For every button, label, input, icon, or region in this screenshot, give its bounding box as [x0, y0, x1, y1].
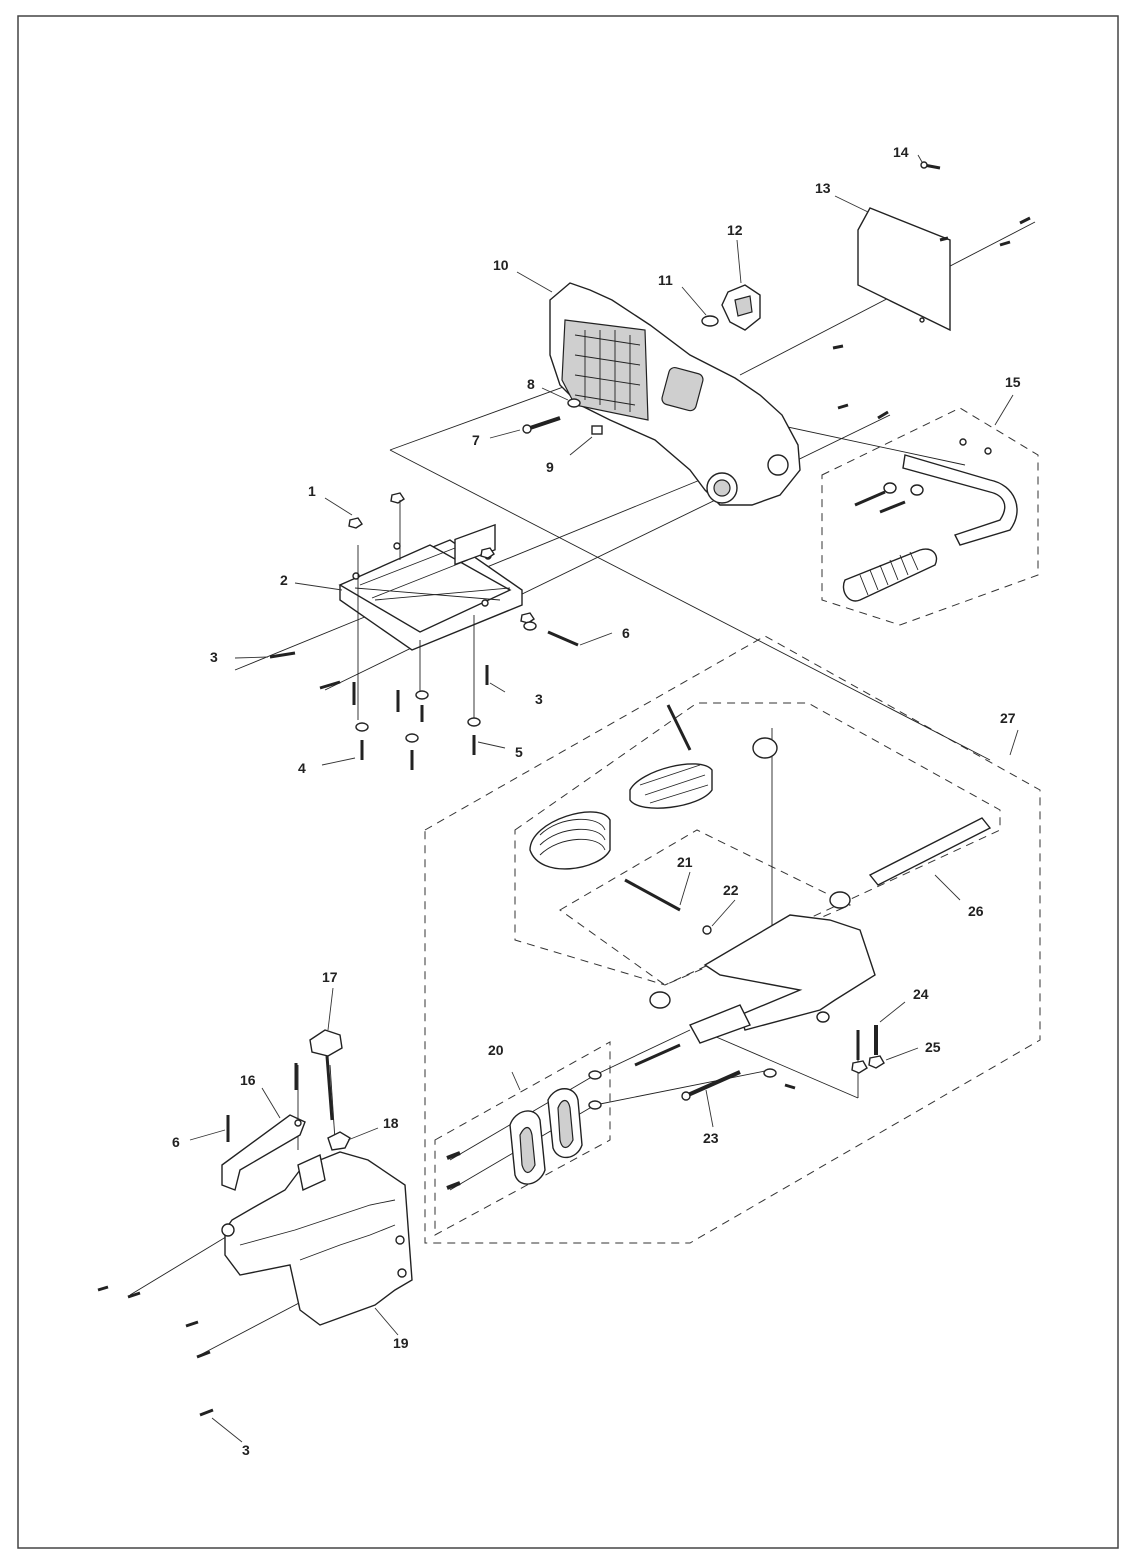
part-25-nut	[851, 1055, 885, 1074]
callout-13: 13	[815, 180, 831, 196]
part-11-washer	[701, 315, 719, 327]
frame-bracket	[689, 914, 876, 1044]
assembly-line	[594, 1069, 771, 1106]
screw	[784, 1083, 796, 1090]
rivet	[919, 317, 925, 323]
part-14-screw	[920, 161, 941, 170]
callout-3: 3	[242, 1442, 250, 1458]
bolt	[634, 1043, 681, 1067]
part-17-knob	[309, 1029, 343, 1121]
callout-5: 5	[515, 744, 523, 760]
callout-17: 17	[322, 969, 338, 985]
callout-14: 14	[893, 144, 909, 160]
assembly-line	[754, 419, 966, 466]
part-7-bolt	[522, 416, 561, 434]
callout-12: 12	[727, 222, 743, 238]
bolt-set	[269, 500, 579, 770]
part-12-knob	[721, 284, 761, 331]
group-26-outline	[514, 702, 1001, 986]
part-22-clip	[702, 925, 712, 935]
group-21-outline	[559, 829, 852, 986]
callout-3: 3	[535, 691, 543, 707]
callout-22: 22	[723, 882, 739, 898]
callout-1: 1	[308, 483, 316, 499]
screw	[832, 216, 1031, 420]
part-10-housing	[549, 282, 801, 506]
callout-6: 6	[172, 1134, 180, 1150]
group-20-outline	[434, 1041, 611, 1236]
callout-19: 19	[393, 1335, 409, 1351]
callout-26: 26	[968, 903, 984, 919]
assembly-line	[329, 1064, 336, 1141]
part-19-guard	[221, 1151, 413, 1326]
callout-6: 6	[622, 625, 630, 641]
assembly-line	[699, 1029, 859, 1099]
diagram-border	[17, 15, 1119, 1549]
callout-11: 11	[658, 272, 673, 288]
assembly-line	[594, 1029, 691, 1076]
callout-27: 27	[1000, 710, 1016, 726]
leader-lines	[189, 154, 1019, 1443]
callout-18: 18	[383, 1115, 399, 1131]
part-20-clamp-plates	[446, 1070, 602, 1190]
part-18-bracket	[327, 1131, 351, 1151]
callout-10: 10	[493, 257, 509, 273]
part-15-handle	[842, 438, 1018, 602]
callout-4: 4	[298, 760, 306, 776]
callout-21: 21	[677, 854, 693, 870]
part-23-bolt	[681, 1070, 741, 1101]
washer	[763, 1068, 777, 1078]
callout-3: 3	[210, 649, 218, 665]
part-21-pin	[624, 878, 681, 912]
callout-23: 23	[703, 1130, 719, 1146]
group-15-outline	[821, 407, 1039, 626]
callout-16: 16	[240, 1072, 256, 1088]
part-13-plate	[857, 207, 951, 332]
assembly-line	[389, 449, 991, 761]
part-16-grip	[221, 1063, 306, 1191]
callout-8: 8	[527, 376, 535, 392]
screw-set	[97, 1285, 214, 1417]
part-8-washer	[567, 398, 581, 408]
callout-24: 24	[913, 986, 929, 1002]
callout-2: 2	[280, 572, 288, 588]
group-27-outline	[424, 635, 1041, 1244]
washer-set	[355, 621, 537, 743]
part-24-bolt	[856, 1025, 878, 1060]
part-26-springs-rod	[529, 704, 992, 1009]
part-1-nut	[348, 492, 535, 624]
part-9-nut	[591, 425, 603, 435]
callout-15: 15	[1005, 374, 1021, 390]
part-2-base-plate	[338, 523, 523, 651]
callout-25: 25	[925, 1039, 941, 1055]
callout-7: 7	[472, 432, 480, 448]
callout-9: 9	[546, 459, 554, 475]
callout-20: 20	[488, 1042, 504, 1058]
